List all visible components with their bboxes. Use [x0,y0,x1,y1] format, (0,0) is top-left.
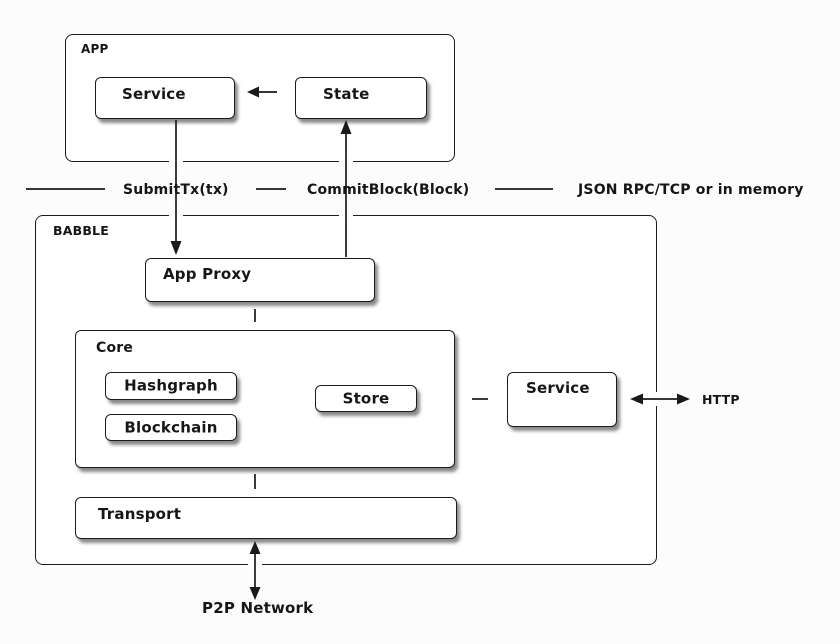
babble-service-label: Service [526,379,590,397]
transport-label: Transport [98,505,182,523]
http-label: HTTP [702,392,740,407]
blockchain-label: Blockchain [124,417,218,436]
app-service-label: Service [122,85,186,103]
app-box-label: APP [81,42,109,56]
commit-block-label: CommitBlock(Block) [307,182,470,198]
transport-box: Transport [75,497,457,539]
app-state-label: State [323,85,370,103]
blockchain-box: Blockchain [105,414,237,441]
p2p-network-label: P2P Network [202,599,314,617]
store-box: Store [315,385,417,412]
app-state-box: State [295,77,427,119]
submit-tx-label: SubmitTx(tx) [123,182,229,198]
store-label: Store [342,388,390,407]
app-proxy-label: App Proxy [163,265,252,283]
app-proxy-box: App Proxy [145,258,375,302]
hashgraph-box: Hashgraph [105,372,237,400]
app-service-box: Service [95,77,235,119]
hashgraph-label: Hashgraph [124,376,218,395]
core-box-label: Core [96,340,134,356]
json-rpc-label: JSON RPC/TCP or in memory [578,182,804,198]
babble-box-label: BABBLE [53,223,109,238]
babble-service-box: Service [507,372,617,427]
